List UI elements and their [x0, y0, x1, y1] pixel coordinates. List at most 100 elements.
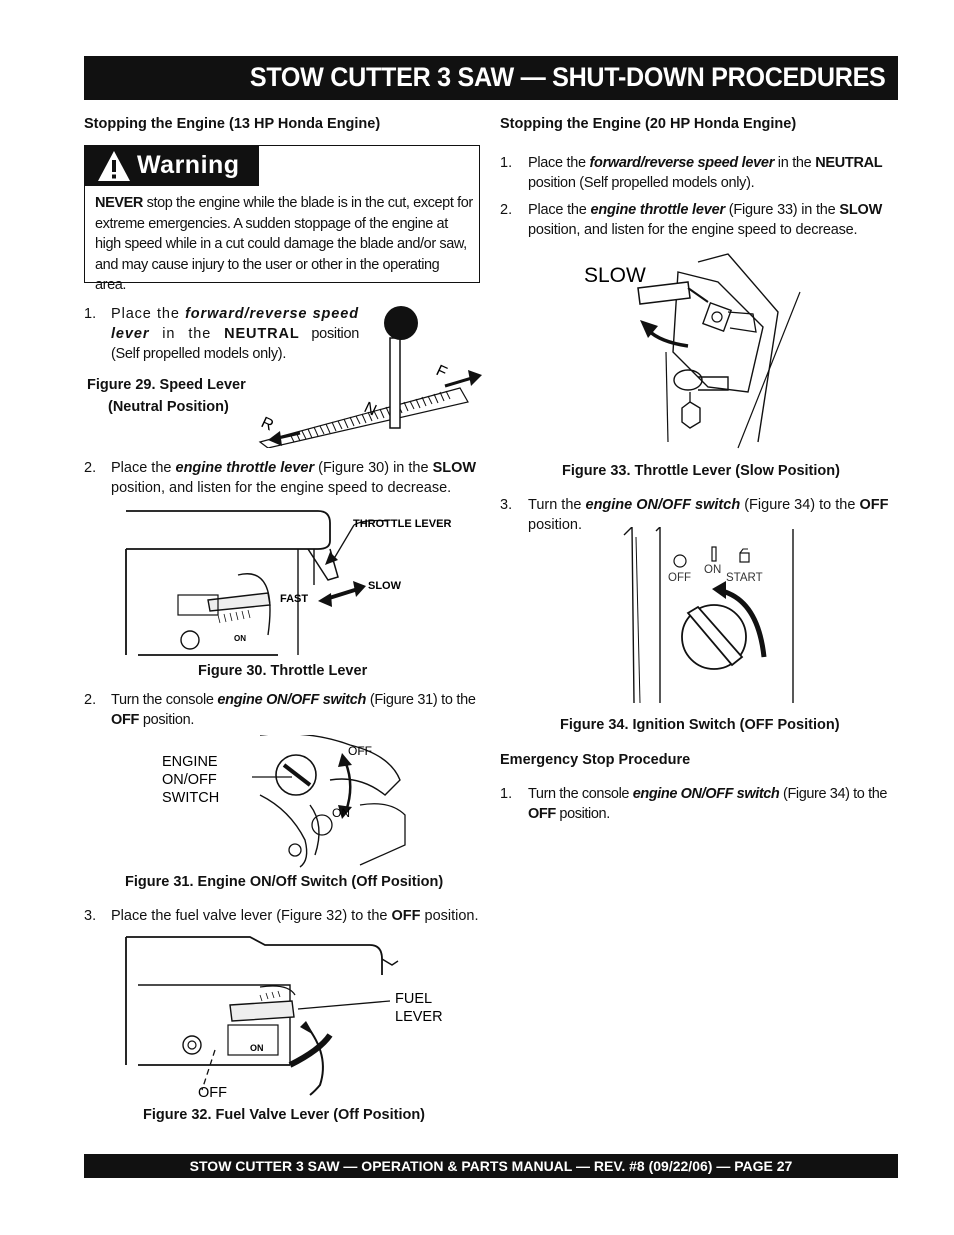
left-step2b-text: Turn the console engine ON/OFF switch (F… — [111, 690, 483, 730]
figure-29-caption-line2: (Neutral Position) — [108, 399, 229, 415]
footer-text: STOW CUTTER 3 SAW — OPERATION & PARTS MA… — [189, 1158, 793, 1174]
figure-29-caption-line1: Figure 29. Speed Lever — [87, 377, 246, 393]
left-step2b-pre: Turn the console — [111, 692, 218, 708]
left-step1-mid: in the — [149, 326, 225, 342]
fig30-throttle-label: THROTTLE LEVER — [353, 518, 451, 530]
left-step3-post: position. — [420, 908, 479, 924]
right-step2-number: 2. — [500, 202, 513, 218]
left-step2a-text: Place the engine throttle lever (Figure … — [111, 458, 481, 498]
emergency-step-number: 1. — [500, 786, 513, 802]
page-title: STOW CUTTER 3 SAW — SHUT-DOWN PROCEDURES — [250, 62, 886, 92]
right-step1-pre: Place the — [528, 155, 590, 171]
fig33-arrow-icon — [640, 320, 689, 348]
right-step3-mid: (Figure 34) to the — [740, 497, 860, 513]
warning-triangle-icon — [98, 151, 130, 181]
figure-30-throttle-lever: ON THROTTLE LEVER SLOW FAST — [125, 510, 451, 656]
figure-34-ignition-switch: OFF ON START — [623, 527, 794, 704]
fig31-label-line2: ON/OFF — [162, 772, 217, 788]
fig30-double-arrow-icon — [318, 581, 366, 607]
fig34-start-label: START — [726, 572, 763, 584]
right-step3-keyword: engine ON/OFF switch — [585, 497, 741, 513]
lever-letter-r: R — [258, 414, 276, 434]
emergency-mid: (Figure 34) to the — [779, 786, 888, 802]
emergency-keyword: engine ON/OFF switch — [632, 786, 780, 802]
left-step3-number: 3. — [84, 908, 97, 924]
warning-text: NEVER stop the engine while the blade is… — [95, 193, 473, 296]
title-bar: STOW CUTTER 3 SAW — SHUT-DOWN PROCEDURES — [84, 56, 898, 100]
left-step1-neutral: NEUTRAL — [224, 326, 300, 342]
lever-arrow-reverse-icon — [268, 431, 301, 446]
warning-body: stop the engine while the blade is in th… — [95, 195, 473, 293]
left-step1-post: position (Self propelled models only). — [111, 326, 359, 362]
fig32-off-label: OFF — [198, 1085, 227, 1100]
fig34-rotation-arrow-icon — [712, 581, 767, 658]
emergency-off: OFF — [528, 806, 556, 822]
footer-bar: STOW CUTTER 3 SAW — OPERATION & PARTS MA… — [84, 1154, 898, 1178]
warning-header: Warning — [85, 146, 259, 186]
left-step3-text: Place the fuel valve lever (Figure 32) t… — [111, 906, 483, 926]
left-step2b-mid: (Figure 31) to the — [366, 692, 476, 708]
right-step1-number: 1. — [500, 155, 513, 171]
left-step2b-keyword: engine ON/OFF switch — [217, 692, 367, 708]
right-step3-number: 3. — [500, 497, 513, 513]
emergency-step-text: Turn the console engine ON/OFF switch (F… — [528, 784, 900, 824]
warning-never: NEVER — [95, 195, 143, 211]
fig30-on-label: ON — [234, 634, 246, 643]
fig31-label-line1: ENGINE — [162, 754, 218, 770]
figure-32-fuel-valve: ON FUEL LEVER OFF — [125, 936, 443, 1100]
left-step1-pre: Place the — [111, 306, 186, 322]
left-step1-keyword: forward/reverse speed lever — [111, 306, 359, 342]
fig31-rotation-arrow-icon — [338, 753, 352, 819]
fig32-on-label: ON — [250, 1043, 264, 1053]
right-step2-post: position, and listen for the engine spee… — [528, 222, 858, 238]
emergency-pre: Turn the console — [528, 786, 633, 802]
emergency-post: position. — [555, 806, 610, 822]
left-step1-number: 1. — [84, 306, 97, 322]
left-step2a-number: 2. — [84, 460, 97, 476]
left-step2a-post: position, and listen for the engine spee… — [111, 480, 452, 496]
right-step2-keyword: engine throttle lever — [590, 202, 726, 218]
right-step2-mid: (Figure 33) in the — [724, 202, 840, 218]
right-step2-slow: SLOW — [839, 202, 883, 218]
fig32-arc-arrow-icon — [288, 1021, 333, 1096]
warning-box: Warning NEVER stop the engine while the … — [84, 145, 480, 293]
right-step3-post: position. — [528, 517, 583, 533]
figure-31-engine-switch: ENGINE ON/OFF SWITCH OFF ON — [162, 735, 406, 868]
right-step1-mid: in the — [774, 155, 816, 171]
right-step2-pre: Place the — [528, 202, 591, 218]
right-step1-neutral: NEUTRAL — [815, 155, 883, 171]
figure-30-caption: Figure 30. Throttle Lever — [198, 663, 368, 679]
fig32-fuel-label: FUEL — [395, 991, 432, 1007]
fig30-fast-label: FAST — [280, 593, 308, 605]
section-heading-20hp: Stopping the Engine (20 HP Honda Engine) — [500, 116, 797, 132]
figure-29-speed-lever: F N R — [258, 306, 482, 448]
fig33-slow-label: SLOW — [584, 264, 646, 287]
right-step3-pre: Turn the — [528, 497, 586, 513]
fig30-slow-label: SLOW — [368, 580, 402, 592]
fig34-on-label: ON — [704, 564, 721, 576]
figure-32-caption: Figure 32. Fuel Valve Lever (Off Positio… — [143, 1107, 426, 1123]
figure-34-caption: Figure 34. Ignition Switch (OFF Position… — [560, 717, 840, 733]
right-step3-text: Turn the engine ON/OFF switch (Figure 34… — [528, 495, 898, 535]
fig34-off-label: OFF — [668, 572, 691, 584]
left-step3-pre: Place the fuel valve lever (Figure 32) t… — [111, 908, 392, 924]
lever-arrow-forward-icon — [444, 370, 482, 388]
right-step1-post: position (Self propelled models only). — [528, 175, 755, 191]
figure-33-throttle-lever: SLOW — [584, 253, 801, 449]
left-step2b-number: 2. — [84, 692, 97, 708]
right-step1-keyword: forward/reverse speed lever — [589, 155, 775, 171]
warning-label: Warning — [137, 151, 240, 179]
fig32-lever-label: LEVER — [395, 1009, 443, 1025]
left-step2a-slow: SLOW — [432, 460, 477, 476]
fig31-label-line3: SWITCH — [162, 790, 219, 806]
fig31-off-label: OFF — [348, 744, 372, 758]
left-step2a-keyword: engine throttle lever — [175, 460, 315, 476]
lever-letter-f: F — [433, 362, 449, 382]
right-step1-text: Place the forward/reverse speed lever in… — [528, 153, 900, 193]
figure-31-caption: Figure 31. Engine ON/Off Switch (Off Pos… — [125, 874, 444, 890]
left-step3-off: OFF — [391, 908, 421, 924]
figure-33-caption: Figure 33. Throttle Lever (Slow Position… — [562, 463, 840, 479]
left-step2b-post: position. — [139, 712, 195, 728]
left-step2b-off: OFF — [111, 712, 140, 728]
emergency-heading: Emergency Stop Procedure — [500, 752, 691, 768]
